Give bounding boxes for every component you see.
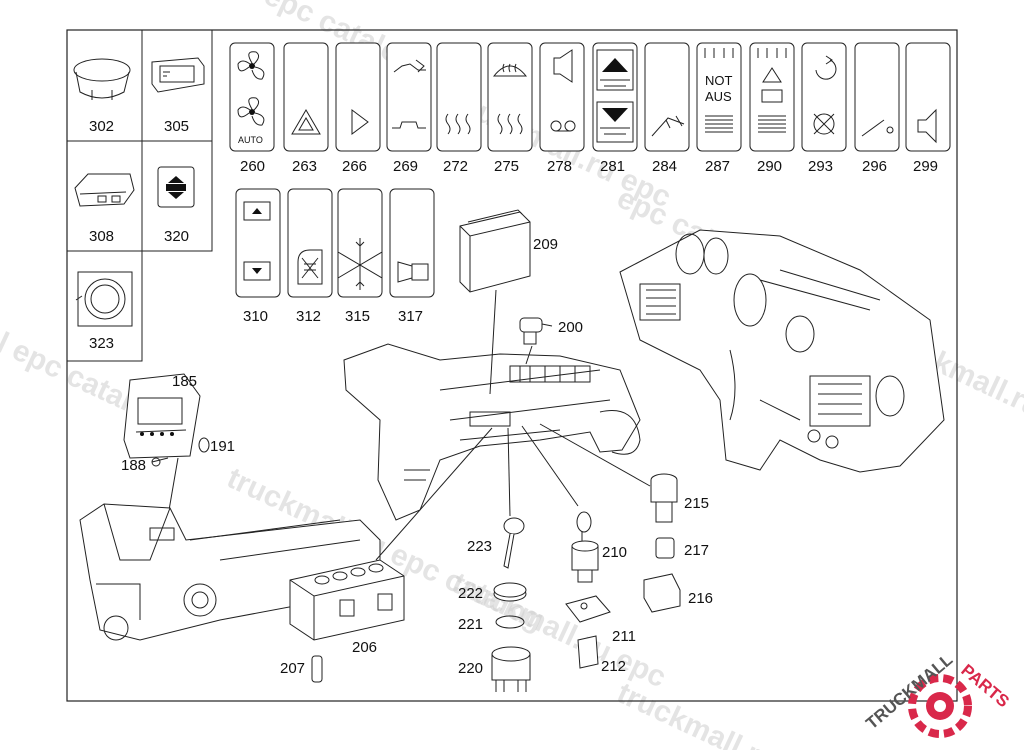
callout-220: 220 — [458, 660, 483, 677]
callout-210: 210 — [602, 544, 627, 561]
callout-320: 320 — [164, 228, 189, 245]
clip-191 — [198, 437, 210, 453]
switch-body-217 — [655, 537, 675, 559]
control-module-209 — [459, 209, 531, 293]
relay-box-206 — [289, 559, 405, 641]
axle-diff-lock-icon — [397, 261, 429, 283]
axle-lift-icon — [392, 59, 426, 129]
callout-200: 200 — [558, 319, 583, 336]
lock-cylinder-220 — [491, 646, 531, 692]
callout-290: 290 — [757, 158, 782, 175]
callout-269: 269 — [393, 158, 418, 175]
watermark: truckmall.ru — [612, 676, 782, 750]
callout-275: 275 — [494, 158, 519, 175]
bulb-socket-200 — [519, 317, 553, 345]
part-320-arrow-switch-icon — [157, 166, 195, 208]
callout-305: 305 — [164, 118, 189, 135]
beacon-light-icon — [651, 115, 685, 137]
callout-217: 217 — [684, 542, 709, 559]
ignition-key-223 — [503, 517, 525, 569]
truckmall-parts-logo: TRUCKMALL PARTS — [862, 650, 1013, 738]
callout-211: 211 — [612, 628, 636, 645]
part-302-cap-icon — [73, 58, 131, 100]
seat-heater-icon — [297, 249, 323, 285]
fan-icon — [237, 51, 265, 126]
air-recirculation-icon — [813, 55, 837, 135]
not-aus-label-1: NOT — [705, 73, 733, 88]
auto-label: AUTO — [238, 135, 263, 145]
callout-287: 287 — [705, 158, 730, 175]
callout-296: 296 — [862, 158, 887, 175]
speaker-icon — [917, 108, 937, 144]
horn-icon — [550, 49, 576, 132]
callout-206: 206 — [352, 639, 377, 656]
callout-315: 315 — [345, 308, 370, 325]
callout-191: 191 — [210, 438, 235, 455]
cap-grid — [66, 29, 213, 362]
switch-row-top — [229, 42, 951, 152]
callout-278: 278 — [547, 158, 572, 175]
callout-222: 222 — [458, 585, 483, 602]
switch-cap-215 — [650, 473, 678, 523]
callout-209: 209 — [533, 236, 558, 253]
callout-215: 215 — [684, 495, 709, 512]
callout-188: 188 — [121, 457, 146, 474]
snowflake-icon — [337, 238, 383, 290]
work-light-icon — [596, 49, 634, 143]
display-unit-185 — [123, 373, 201, 459]
seal-221 — [495, 615, 525, 629]
fuse-207 — [311, 655, 323, 683]
dashboard-console-sketch — [343, 343, 641, 521]
emergency-stop-icon — [704, 48, 734, 133]
cab-interior-sketch — [619, 229, 945, 473]
switch-row-second — [235, 188, 435, 298]
callout-323: 323 — [89, 335, 114, 352]
callout-272: 272 — [443, 158, 468, 175]
callout-281: 281 — [600, 158, 625, 175]
heat-waves-icon — [445, 113, 471, 135]
callout-317: 317 — [398, 308, 423, 325]
connector-212 — [577, 635, 599, 669]
leader-lines — [375, 289, 651, 561]
key-switch-210 — [571, 511, 599, 583]
truck-sketch — [79, 503, 381, 641]
callout-212: 212 — [601, 658, 626, 675]
relay-216 — [643, 573, 681, 613]
callout-207: 207 — [280, 660, 305, 677]
key-switch-icon — [861, 119, 894, 137]
windscreen-heater-icon — [492, 63, 528, 135]
callout-308: 308 — [89, 228, 114, 245]
callout-221: 221 — [458, 616, 483, 633]
contact-plate-211 — [565, 595, 611, 623]
part-305-blank-switch-icon — [151, 57, 205, 93]
leader-185-truck — [167, 457, 179, 517]
not-aus-label-2: AUS — [705, 89, 732, 104]
screw-188 — [151, 457, 169, 467]
callout-310: 310 — [243, 308, 268, 325]
battery-warning-icon — [757, 48, 787, 133]
play-triangle-icon — [351, 109, 369, 135]
callout-284: 284 — [652, 158, 677, 175]
callout-216: 216 — [688, 590, 713, 607]
callout-302: 302 — [89, 118, 114, 135]
ring-222 — [493, 582, 527, 602]
part-323-rotary-knob-icon — [75, 271, 133, 327]
callout-293: 293 — [808, 158, 833, 175]
callout-312: 312 — [296, 308, 321, 325]
window-lift-icon — [243, 201, 271, 281]
callout-263: 263 — [292, 158, 317, 175]
callout-260: 260 — [240, 158, 265, 175]
callout-185: 185 — [172, 373, 197, 390]
part-308-switch-housing-icon — [74, 173, 135, 207]
hazard-triangle-icon — [291, 109, 321, 135]
logo-text-left: TRUCKMALL — [862, 650, 956, 733]
callout-266: 266 — [342, 158, 367, 175]
callout-299: 299 — [913, 158, 938, 175]
diagram-frame — [66, 29, 958, 702]
callout-223: 223 — [467, 538, 492, 555]
